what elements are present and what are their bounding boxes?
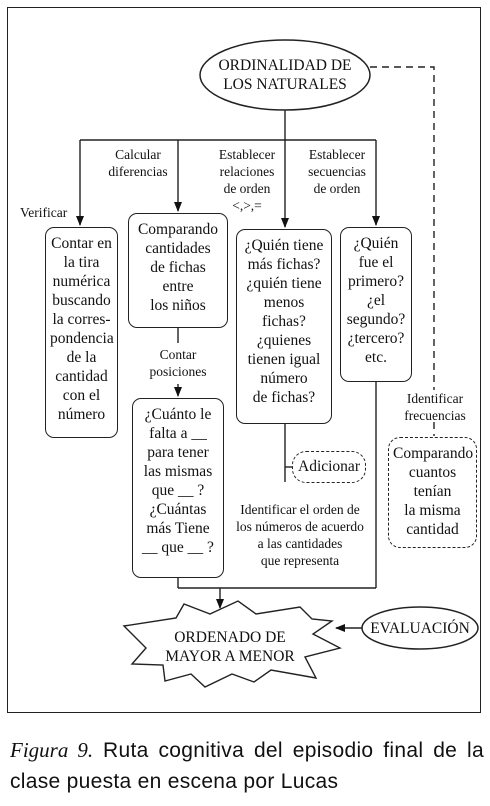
dashed-frequency-path xyxy=(370,66,435,390)
edge-label-identificar-orden: Identificar el orden de los números de a… xyxy=(236,502,364,568)
figure-caption-text: Ruta cognitiva del episodio final de la … xyxy=(10,739,485,793)
evaluation-node-label: EVALUACIÓN xyxy=(370,620,470,637)
box-adicionar: Adicionar xyxy=(292,451,366,483)
figure-frame xyxy=(7,7,481,713)
root-node-label: ORDINALIDAD DE LOS NATURALES xyxy=(218,57,352,93)
edge-label-secuencias: Establecer secuencias de orden xyxy=(308,147,366,196)
box-tira-numerica: Contar en la tira numérica buscando la c… xyxy=(45,227,118,438)
figure-caption: Figura 9. Ruta cognitiva del episodio fi… xyxy=(10,735,484,797)
box-comparando-fichas: Comparando cantidades de fichas entre lo… xyxy=(128,213,228,328)
box-cuanto-falta: ¿Cuánto le falta a __ para tener las mis… xyxy=(132,398,224,578)
box-quien-fue: ¿Quién fue el primero? ¿el segundo? ¿ter… xyxy=(340,227,412,382)
edge-label-calcular: Calcular diferencias xyxy=(108,147,168,179)
flow-diagram xyxy=(76,39,479,688)
edge-label-verificar: Verificar xyxy=(20,205,68,220)
edge-label-identificar-frecuencias: Identificar frecuencias xyxy=(404,391,466,423)
box-comparando-cuantos: Comparando cuantos tenían la misma canti… xyxy=(388,437,477,548)
result-starburst xyxy=(122,600,342,688)
result-node-label: ORDENADO DE MAYOR A MENOR xyxy=(165,629,295,665)
figure-number: Figura 9. xyxy=(10,738,94,762)
box-quien-tiene: ¿Quién tiene más fichas? ¿quién tiene me… xyxy=(236,229,332,424)
edge-label-relaciones: Establecer relaciones de orden <,>,= xyxy=(218,147,276,213)
edge-label-contar-posiciones: Contar posiciones xyxy=(149,347,207,379)
